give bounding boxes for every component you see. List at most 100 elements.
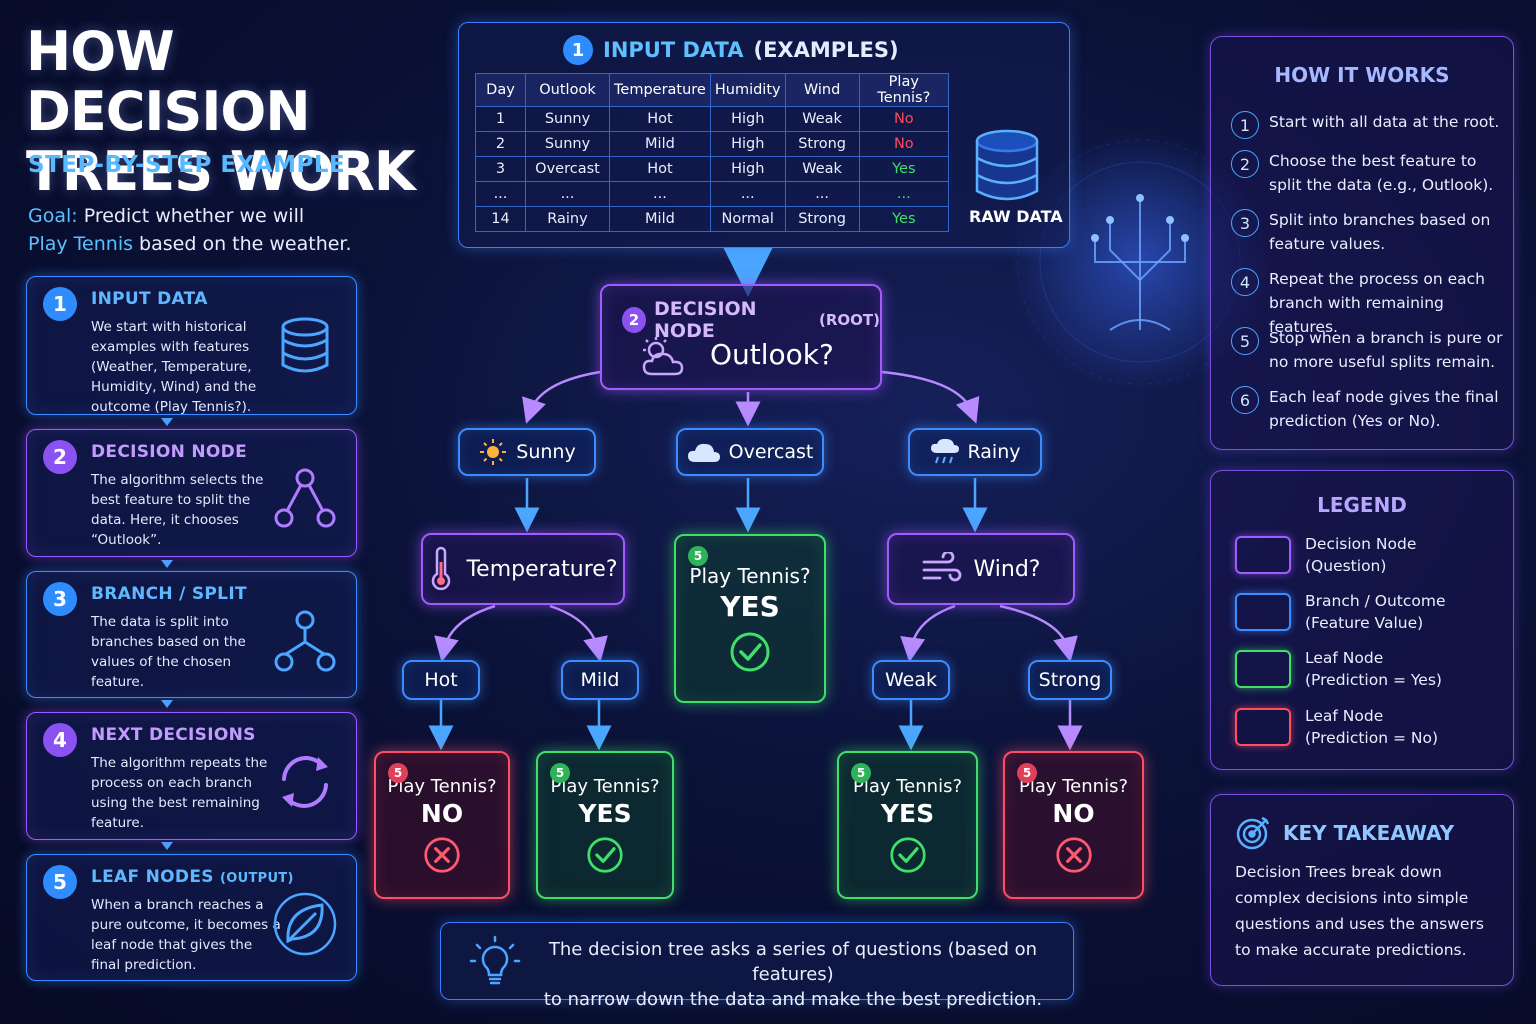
table-row: ... ... ... ... ... ... (475, 181, 950, 207)
thermometer-icon (432, 546, 451, 591)
x-icon (1055, 837, 1092, 873)
input-panel-number: 1 (563, 35, 593, 65)
database-icon (281, 317, 329, 373)
leaf-answer: NO (1052, 799, 1095, 828)
step-card-next-decisions: 4 NEXT DECISIONS The algorithm repeats t… (26, 712, 357, 840)
decision-node-wind: Wind? (887, 533, 1075, 605)
item-text: Each leaf node gives the final predictio… (1269, 388, 1499, 430)
table-cell: 2 (475, 131, 526, 157)
root-node-suffix: (ROOT) (819, 311, 880, 329)
legend-text: Leaf Node(Prediction = No) (1305, 705, 1438, 749)
legend-item-leaf-no: Leaf Node(Prediction = No) (1235, 705, 1438, 749)
leaf-badge: 5 (1017, 763, 1037, 783)
leaf-question: Play Tennis? (689, 564, 811, 588)
step-card-input-data: 1 INPUT DATA We start with historical ex… (26, 276, 357, 415)
table-cell: ... (709, 181, 786, 207)
how-it-works-item: 5 Stop when a branch is pure or no more … (1231, 327, 1507, 374)
table-cell: ... (525, 181, 610, 207)
table-cell: Strong (784, 206, 860, 232)
how-it-works-item: 6 Each leaf node gives the final predict… (1231, 386, 1507, 433)
branch-icon (274, 610, 336, 672)
step-title: LEAF NODES (OUTPUT) (91, 867, 294, 887)
item-number: 4 (1231, 268, 1259, 296)
branch-sunny: Sunny (458, 428, 596, 476)
table-cell-outcome: Yes (858, 206, 950, 232)
raw-data-label: RAW DATA (969, 207, 1063, 226)
sun-cloud-icon (642, 337, 684, 376)
rain-cloud-icon (930, 438, 959, 464)
item-text: Split into branches based on feature val… (1269, 211, 1491, 253)
table-cell: ... (784, 181, 860, 207)
table-cell: Weak (784, 156, 860, 182)
legend-swatch (1235, 708, 1291, 746)
table-cell: Mild (609, 131, 711, 157)
how-it-works-item: 1 Start with all data at the root. (1231, 111, 1507, 139)
leaf-badge: 5 (388, 763, 408, 783)
input-panel-title-text: INPUT DATA (603, 38, 744, 62)
table-cell: Strong (784, 131, 860, 157)
leaf-question: Play Tennis? (1018, 776, 1129, 797)
col-header: Day (475, 73, 526, 107)
step-desc: The algorithm repeats the process on eac… (91, 755, 268, 831)
table-cell: High (709, 131, 786, 157)
leaf-mild-yes: 5 Play Tennis? YES (536, 751, 674, 899)
table-cell: 14 (475, 206, 526, 232)
step-title: NEXT DECISIONS (91, 725, 256, 745)
takeaway-title-text: KEY TAKEAWAY (1283, 821, 1455, 845)
col-header: Temperature (609, 73, 711, 107)
node-question: Temperature? (466, 556, 618, 582)
check-icon (587, 837, 623, 873)
tree-nodes-icon (274, 468, 336, 528)
table-cell: Overcast (525, 156, 610, 182)
branch-label: Mild (580, 669, 620, 691)
goal-text-2: based on the weather. (139, 233, 352, 255)
legend-line-2: (Prediction = No) (1305, 729, 1439, 747)
input-data-panel: 1 INPUT DATA (EXAMPLES) Day Outlook Temp… (458, 22, 1070, 248)
table-cell: Hot (609, 106, 711, 132)
item-text: Repeat the process on each branch with r… (1269, 270, 1485, 336)
legend-line-2: (Question) (1305, 557, 1387, 575)
legend-line-2: (Prediction = Yes) (1305, 671, 1442, 689)
leaf-badge: 5 (550, 763, 570, 783)
goal-text: Goal: Predict whether we will Play Tenni… (28, 202, 368, 258)
page-subtitle: STEP-BY-STEP EXAMPLE (28, 152, 346, 178)
step-desc: The algorithm selects the best feature t… (91, 472, 264, 548)
table-cell: Sunny (525, 106, 610, 132)
leaf-strong-no: 5 Play Tennis? NO (1003, 751, 1144, 899)
takeaway-text: Decision Trees break down complex decisi… (1235, 863, 1484, 959)
table-cell: Weak (784, 106, 860, 132)
root-question: Outlook? (710, 338, 834, 371)
page-title: HOW DECISION TREES WORK (26, 22, 446, 202)
branch-label: Rainy (967, 441, 1021, 463)
leaf-badge: 5 (851, 763, 871, 783)
how-it-works-item: 3 Split into branches based on feature v… (1231, 209, 1507, 256)
goal-text-1: Predict whether we will (83, 205, 305, 227)
item-text: Stop when a branch is pure or no more us… (1269, 329, 1503, 371)
summary-note-text: The decision tree asks a series of quest… (533, 937, 1053, 1012)
item-number: 1 (1231, 111, 1259, 139)
step-title-main: LEAF NODES (91, 867, 214, 887)
leaf-hot-no: 5 Play Tennis? NO (374, 751, 510, 899)
table-row: 14 Rainy Mild Normal Strong Yes (475, 206, 950, 232)
root-node-title-text: DECISION NODE (654, 298, 757, 342)
cloud-icon (687, 443, 720, 462)
table-cell: High (709, 156, 786, 182)
table-cell: 3 (475, 156, 526, 182)
branch-overcast: Overcast (676, 428, 824, 476)
goal-highlight: Play Tennis (28, 233, 133, 255)
legend-swatch (1235, 536, 1291, 574)
check-icon (889, 837, 926, 873)
leaf-badge: 5 (688, 546, 708, 566)
step-title: DECISION NODE (91, 442, 247, 462)
how-it-works-panel: HOW IT WORKS 1 Start with all data at th… (1210, 36, 1514, 450)
step-number: 1 (43, 287, 77, 321)
summary-note: The decision tree asks a series of quest… (440, 922, 1074, 1010)
raw-data-database-icon (975, 129, 1039, 201)
step-number: 5 (43, 865, 77, 899)
title-line-1: HOW DECISION (26, 20, 311, 143)
step-title: INPUT DATA (91, 289, 208, 309)
check-icon (730, 632, 770, 672)
branch-mild: Mild (561, 660, 639, 700)
legend-item-leaf-yes: Leaf Node(Prediction = Yes) (1235, 647, 1442, 691)
